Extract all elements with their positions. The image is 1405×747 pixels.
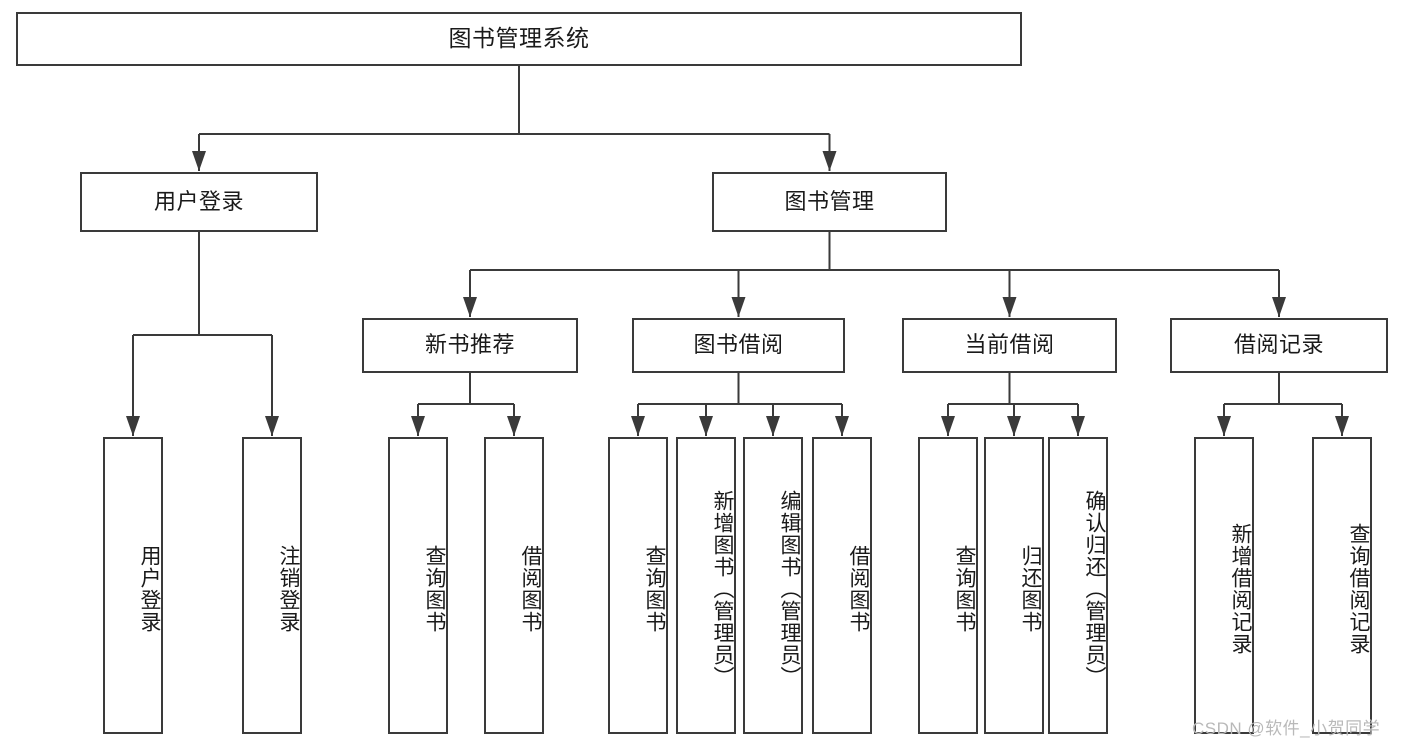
leaf-confirm-return-admin[interactable]: 确认归还（管理员）	[1048, 437, 1108, 734]
node-label: 当前借阅	[964, 332, 1055, 358]
leaf-add-borrow-record[interactable]: 新增借阅记录	[1194, 437, 1254, 734]
node-label: 归还图书	[1019, 544, 1042, 633]
leaf-logout[interactable]: 注销登录	[242, 437, 302, 734]
node-label: 查询图书	[953, 544, 976, 633]
node-book-management[interactable]: 图书管理	[712, 172, 947, 232]
leaf-borrow-book-recommend[interactable]: 借阅图书	[484, 437, 544, 734]
node-label: 借阅图书	[847, 544, 870, 633]
leaf-query-book-current[interactable]: 查询图书	[918, 437, 978, 734]
node-new-book-recommend[interactable]: 新书推荐	[362, 318, 578, 373]
node-label: 借阅图书	[519, 544, 542, 633]
node-label: 新书推荐	[424, 332, 515, 358]
leaf-user-login[interactable]: 用户登录	[103, 437, 163, 734]
node-borrow-record[interactable]: 借阅记录	[1170, 318, 1388, 373]
node-label: 编辑图书（管理员）	[778, 489, 801, 688]
node-book-borrow[interactable]: 图书借阅	[632, 318, 845, 373]
leaf-query-borrow-record[interactable]: 查询借阅记录	[1312, 437, 1372, 734]
node-label: 新增图书（管理员）	[711, 489, 734, 688]
leaf-return-book[interactable]: 归还图书	[984, 437, 1044, 734]
node-label: 用户登录	[153, 188, 244, 214]
node-label: 查询借阅记录	[1347, 522, 1370, 655]
node-label: 查询图书	[423, 544, 446, 633]
node-label: 查询图书	[643, 544, 666, 633]
node-label: 借阅记录	[1233, 332, 1324, 358]
node-current-borrow[interactable]: 当前借阅	[902, 318, 1117, 373]
node-label: 用户登录	[138, 544, 161, 633]
leaf-query-book-recommend[interactable]: 查询图书	[388, 437, 448, 734]
node-label: 图书管理系统	[448, 25, 590, 52]
node-label: 确认归还（管理员）	[1083, 489, 1106, 688]
node-label: 图书管理	[784, 188, 875, 214]
node-label: 新增借阅记录	[1229, 522, 1252, 655]
node-root[interactable]: 图书管理系统	[16, 12, 1022, 66]
leaf-edit-book-admin[interactable]: 编辑图书（管理员）	[743, 437, 803, 734]
node-user-login[interactable]: 用户登录	[80, 172, 318, 232]
node-label: 注销登录	[277, 544, 300, 633]
leaf-add-book-admin[interactable]: 新增图书（管理员）	[676, 437, 736, 734]
leaf-query-book-borrow[interactable]: 查询图书	[608, 437, 668, 734]
leaf-borrow-book[interactable]: 借阅图书	[812, 437, 872, 734]
node-label: 图书借阅	[693, 332, 784, 358]
watermark: CSDN @软件_小贺同学	[1192, 719, 1381, 738]
